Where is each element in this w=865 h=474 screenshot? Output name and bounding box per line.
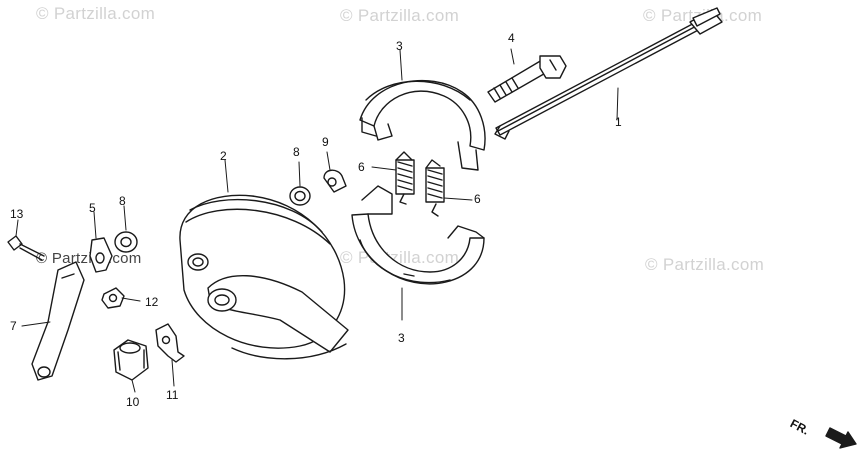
callout-10: 10 xyxy=(126,395,140,409)
callout-6-right: 6 xyxy=(474,192,481,206)
collar-nut-part xyxy=(113,339,149,381)
callout-4: 4 xyxy=(508,31,515,45)
return-spring-right xyxy=(425,159,445,217)
callout-13: 13 xyxy=(10,207,24,221)
callout-3-upper: 3 xyxy=(396,39,403,53)
callout-8-lower: 8 xyxy=(119,194,126,208)
callout-3-lower: 3 xyxy=(398,331,405,345)
arm-bolt-part xyxy=(7,235,45,261)
callout-12: 12 xyxy=(145,295,159,309)
wear-indicator-part xyxy=(89,237,113,273)
arm-nut-part xyxy=(101,287,125,309)
callout-8-upper: 8 xyxy=(293,145,300,159)
brake-shoe-upper xyxy=(359,79,486,171)
axle-part xyxy=(494,7,723,140)
felt-seal-part xyxy=(323,169,347,193)
callout-9: 9 xyxy=(322,135,329,149)
watermark: © Partzilla.com xyxy=(340,6,460,25)
brake-shoe-lower xyxy=(351,185,485,285)
dust-seal-lower xyxy=(114,231,138,253)
callout-1: 1 xyxy=(615,115,622,129)
callout-6-left: 6 xyxy=(358,160,365,174)
callout-11: 11 xyxy=(166,388,179,402)
stopper-plate-part xyxy=(155,323,185,363)
dust-seal-upper xyxy=(289,186,311,206)
callout-2: 2 xyxy=(220,149,227,163)
front-direction-arrow xyxy=(825,427,857,449)
brake-cam-part xyxy=(487,55,567,103)
callout-5: 5 xyxy=(89,201,96,215)
return-spring-left xyxy=(395,151,415,205)
callout-7: 7 xyxy=(10,319,17,333)
watermark: © Partzilla.com xyxy=(36,250,142,267)
brake-arm-part xyxy=(31,261,85,381)
brake-panel-part xyxy=(179,194,349,360)
watermark: © Partzilla.com xyxy=(645,255,765,274)
leader-lines xyxy=(15,48,619,393)
watermark: © Partzilla.com xyxy=(36,4,156,23)
